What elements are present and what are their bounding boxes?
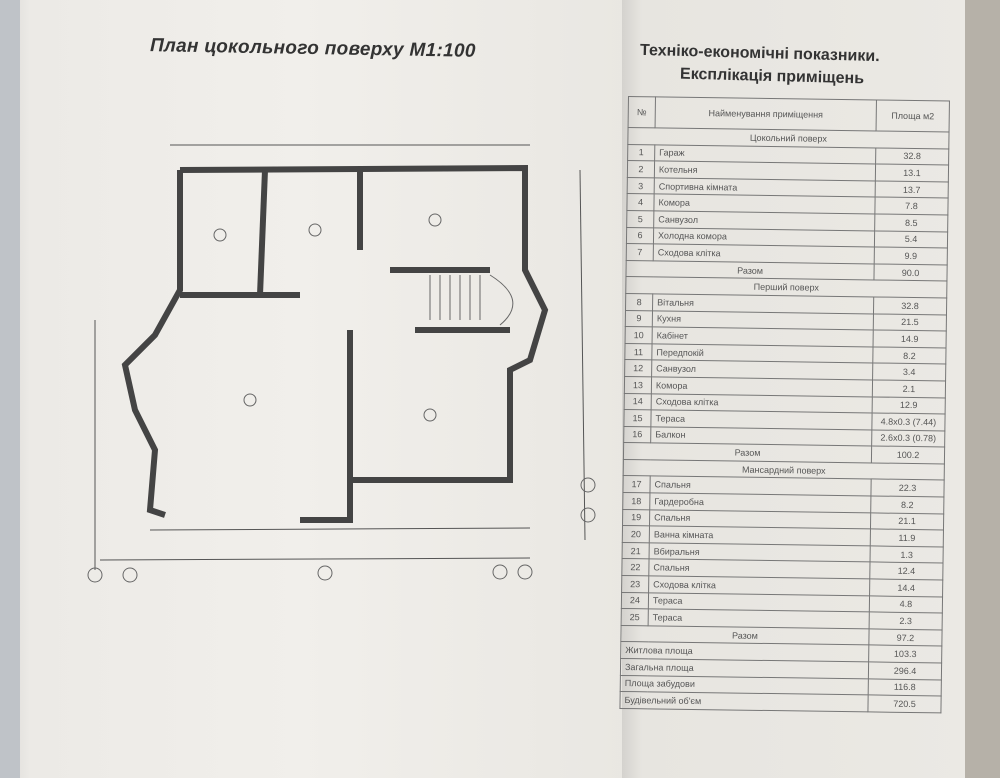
number-cell: 15 xyxy=(623,409,652,427)
area-cell: 13.7 xyxy=(875,180,949,199)
number-cell: 22 xyxy=(621,558,650,576)
dimension-line xyxy=(99,557,531,561)
area-cell: 14.9 xyxy=(873,330,947,348)
area-cell: 90.0 xyxy=(873,263,948,282)
stair-curve xyxy=(489,274,514,326)
outer-wall xyxy=(179,164,549,523)
number-cell: 5 xyxy=(626,210,654,228)
number-cell: 9 xyxy=(625,310,653,327)
number-cell: 25 xyxy=(621,608,649,626)
dimension-line xyxy=(149,527,531,531)
number-cell: 1 xyxy=(627,144,655,162)
area-cell: 32.8 xyxy=(873,296,947,315)
number-cell: 23 xyxy=(621,575,649,593)
rooms-table: № Найменування приміщення Площа м2 Цокол… xyxy=(619,96,950,713)
area-cell: 32.8 xyxy=(875,147,949,166)
area-cell: 12.4 xyxy=(869,562,944,580)
number-cell: 4 xyxy=(626,193,655,211)
area-cell: 4.8x0.3 (7.44) xyxy=(871,413,946,431)
dimension-line xyxy=(579,169,586,541)
number-cell: 10 xyxy=(625,326,653,344)
area-cell: 116.8 xyxy=(868,678,942,697)
area-cell: 11.9 xyxy=(870,529,944,547)
area-cell: 8.2 xyxy=(872,346,947,365)
floor-plan-sheet xyxy=(0,0,630,778)
number-cell: 8 xyxy=(625,293,653,311)
area-cell: 1.3 xyxy=(870,545,944,564)
number-cell: 2 xyxy=(627,160,655,178)
number-cell: 16 xyxy=(623,426,651,444)
number-cell: 3 xyxy=(627,177,655,195)
area-cell: 9.9 xyxy=(874,247,948,265)
number-cell: 18 xyxy=(622,492,650,510)
axis-marker xyxy=(87,567,103,583)
number-cell: 24 xyxy=(621,592,649,610)
area-cell: 8.2 xyxy=(870,495,944,514)
background xyxy=(965,0,1000,778)
area-cell: 7.8 xyxy=(874,197,949,215)
page-edge xyxy=(0,0,20,778)
number-cell: 6 xyxy=(626,227,654,245)
area-cell: 13.1 xyxy=(875,164,949,182)
area-cell: 2.1 xyxy=(872,379,946,398)
number-cell: 13 xyxy=(624,376,652,394)
number-cell: 19 xyxy=(622,509,650,527)
name-cell: Будівельний об'єм xyxy=(619,691,869,712)
number-cell: 12 xyxy=(624,359,652,377)
area-cell: 2.3 xyxy=(869,612,943,630)
area-cell: 5.4 xyxy=(874,230,948,249)
area-cell: 3.4 xyxy=(872,363,946,381)
area-cell: 296.4 xyxy=(868,661,942,680)
inner-wall xyxy=(257,169,268,296)
number-cell: 17 xyxy=(622,475,651,493)
area-cell: 100.2 xyxy=(871,446,945,464)
col-area: Площа м2 xyxy=(876,99,950,132)
area-cell: 12.9 xyxy=(872,396,946,415)
area-cell: 21.1 xyxy=(870,512,944,531)
col-number: № xyxy=(628,96,656,128)
area-cell: 21.5 xyxy=(873,313,947,332)
col-name: Найменування приміщення xyxy=(655,96,877,131)
explication-sheet xyxy=(622,0,972,778)
number-cell: 14 xyxy=(624,392,652,410)
area-cell: 97.2 xyxy=(868,628,943,647)
number-cell: 11 xyxy=(624,343,653,361)
area-cell: 4.8 xyxy=(869,595,943,614)
area-cell: 22.3 xyxy=(870,479,945,498)
number-cell: 7 xyxy=(626,243,654,261)
outer-wall xyxy=(121,170,183,518)
floor-plan-drawing xyxy=(87,144,596,583)
number-cell: 20 xyxy=(622,525,650,543)
area-cell: 14.4 xyxy=(869,578,943,597)
area-cell: 2.6x0.3 (0.78) xyxy=(871,429,945,448)
area-cell: 720.5 xyxy=(867,695,942,713)
number-cell: 21 xyxy=(622,542,650,560)
area-cell: 8.5 xyxy=(874,213,948,232)
room-marker xyxy=(213,228,227,242)
area-cell: 103.3 xyxy=(868,645,942,663)
